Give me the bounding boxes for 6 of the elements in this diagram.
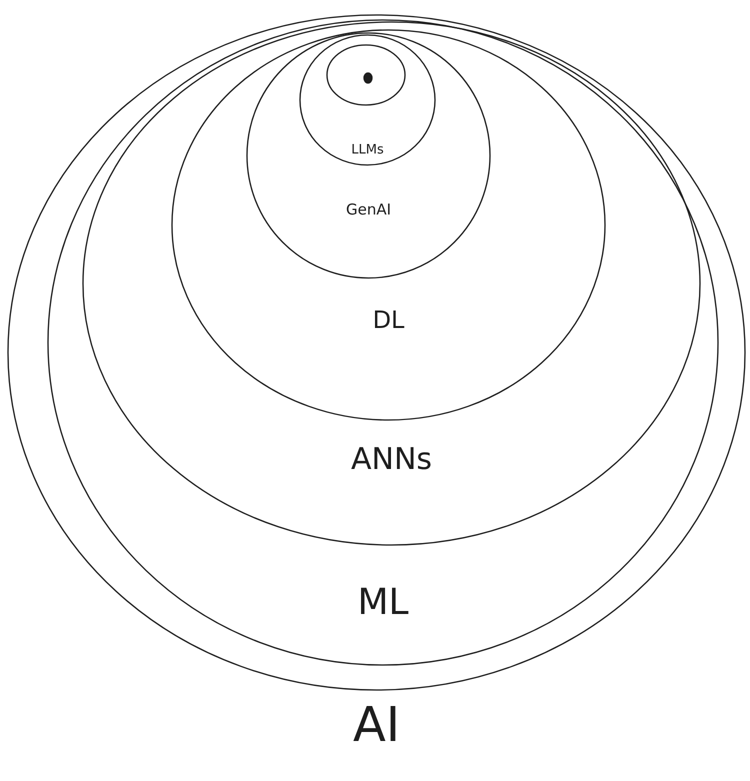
set-label: GenAI [346, 202, 392, 218]
set-label: AI [353, 701, 400, 749]
set-label: ML [357, 585, 409, 621]
set-label: DL [372, 308, 404, 332]
set-label: ANNs [350, 445, 432, 475]
set-label: LLMs [351, 144, 384, 156]
